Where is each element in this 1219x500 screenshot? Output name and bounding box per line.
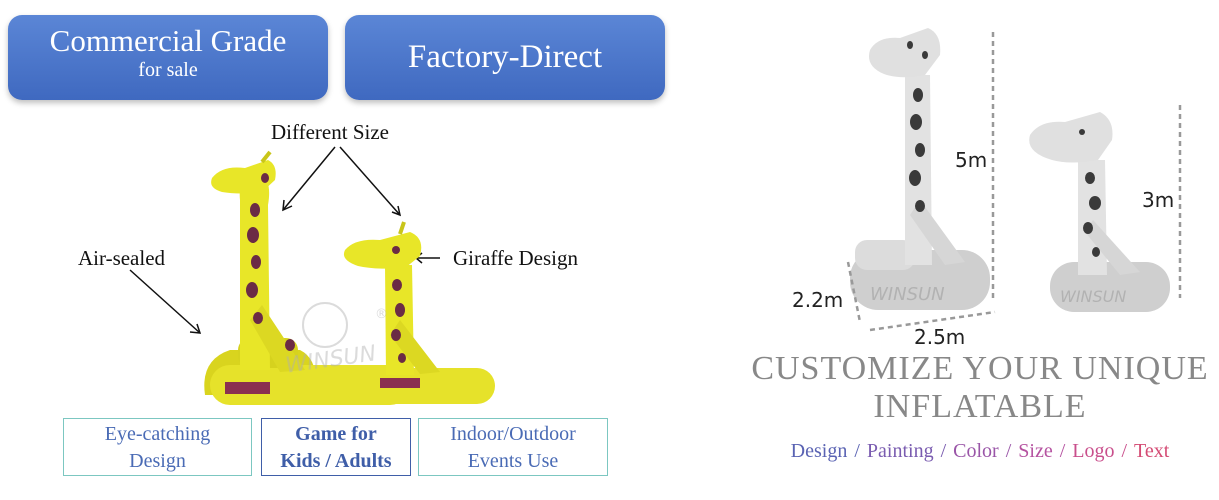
svg-text:®: ® [375,307,388,322]
svg-text:WINSUN: WINSUN [1060,287,1126,306]
option-design: Design [790,440,848,462]
feature-line: Kids / Adults [280,450,392,472]
option-separator: / [849,440,865,462]
option-separator: / [1054,440,1071,462]
different-size-label: Different Size [271,120,389,144]
winsun-watermark: WINSUN WINSUN [870,284,1126,306]
feature-indoor-outdoor: Indoor/Outdoor Events Use [418,418,608,476]
commercial-grade-banner: Commercial Grade for sale [8,15,328,100]
banner-title: Factory-Direct [407,39,603,75]
headline-line: INFLATABLE [873,388,1087,425]
small-gray-giraffe [1029,112,1170,312]
giraffe-design-label: Giraffe Design [453,246,578,270]
feature-eye-catching: Eye-catching Design [63,418,252,476]
feature-game: Game for Kids / Adults [261,418,411,476]
banner-title: Commercial Grade [49,23,287,58]
callout-arrows [129,146,440,334]
factory-direct-banner: Factory-Direct [345,15,665,100]
yellow-giraffe-image: WINSUN ® [129,146,495,405]
feature-line: Events Use [467,450,559,472]
option-color: Color [953,440,999,462]
option-separator: / [1000,440,1017,462]
feature-line: Eye-catching [104,423,211,445]
option-text: Text [1134,440,1170,462]
tall-height-label: 5m [955,148,988,172]
banner-subtitle: for sale [138,59,198,81]
option-painting: Painting [866,440,934,462]
small-yellow-giraffe [343,221,495,404]
option-logo: Logo [1072,440,1115,462]
short-height-label: 3m [1142,188,1175,212]
feature-line: Design [129,450,186,472]
option-separator: / [935,440,952,462]
feature-line: Game for [295,423,377,445]
dimension-lines [846,32,1182,332]
customization-options: Design / Painting / Color / Size / Logo … [740,440,1219,463]
gray-giraffe-dimension-image: WINSUN WINSUN [846,28,1182,332]
svg-text:WINSUN: WINSUN [870,284,945,305]
option-size: Size [1018,440,1053,462]
air-sealed-label: Air-sealed [78,246,166,270]
headline-line: CUSTOMIZE YOUR UNIQUE [751,350,1209,387]
option-separator: / [1116,440,1133,462]
customize-headline: CUSTOMIZE YOUR UNIQUE INFLATABLE [740,350,1219,426]
large-gray-giraffe [850,28,990,310]
width-label: 2.5m [914,325,966,349]
depth-label: 2.2m [792,288,844,312]
feature-line: Indoor/Outdoor [450,423,576,445]
